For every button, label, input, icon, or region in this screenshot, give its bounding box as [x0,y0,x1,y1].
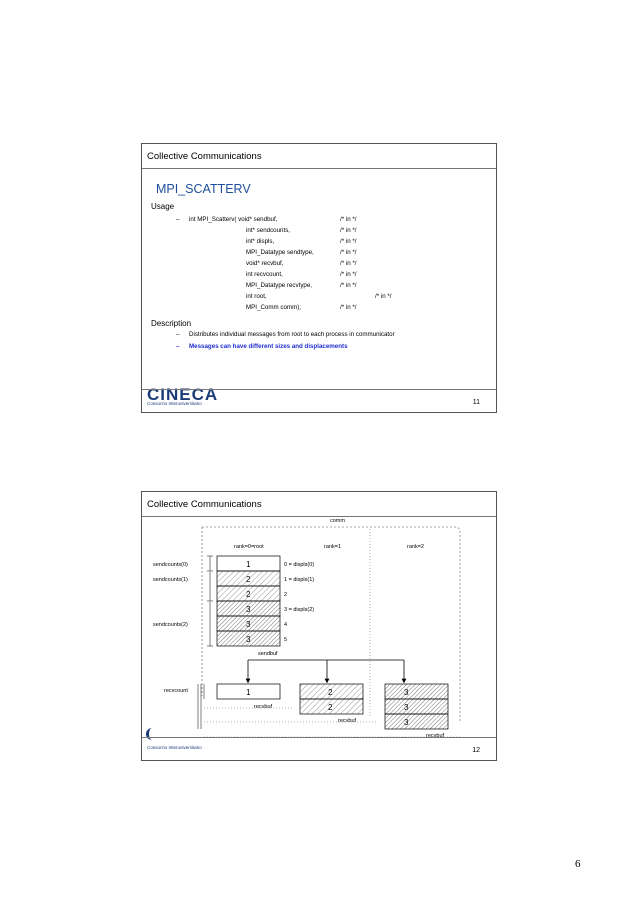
recvbuf-label: recvbuf [426,733,445,739]
slide-header: Collective Communications [142,492,496,517]
code-comment: /* in */ [340,216,357,223]
code-arg: int* displs, [246,238,275,245]
displs-label: 0 = displs(0) [284,562,314,568]
recvbuf-cell-value: 2 [328,688,333,697]
recvbuf-rank2-cell [384,713,449,730]
code-arg: MPI_Datatype recvtype, [246,282,313,289]
recvbuf-cell-value: 3 [404,703,409,712]
code-arg: int MPI_Scatterv( void* sendbuf, [189,216,278,223]
sendbuf-cell-value: 3 [246,620,251,629]
slide-footer: 12 [142,737,496,760]
description-bullet: Distributes individual messages from roo… [189,331,395,338]
code-comment: /* in */ [340,282,357,289]
sendcounts1-label: sendcounts(1) [153,577,188,583]
comm-outline [202,526,461,722]
displs-label: 3 = displs(2) [284,607,314,613]
code-arg: int recvcount, [246,271,283,278]
recvbuf-cell-value: 3 [404,718,409,727]
slide-page-number: 11 [472,399,480,406]
displs-label: 5 [284,637,287,643]
code-comment: /* in */ [340,271,357,278]
sendbuf-cell-value: 3 [246,635,251,644]
recvbuf-cell-value: 1 [246,688,251,697]
slide-12: Collective Communications comm rank=0=ro… [141,491,497,761]
code-arg: void* recvbuf, [246,260,284,267]
slide-header-title: Collective Communications [147,499,262,510]
slide-header: Collective Communications [142,144,496,169]
rank1-label: rank=1 [324,544,341,550]
logo-subtitle: Consorzio Interuniversitario [147,401,202,406]
scatterv-diagram: comm rank=0=root rank=1 rank=2 1 2 2 3 3… [153,518,461,739]
code-comment: /* in */ [340,249,357,256]
slide-header-title: Collective Communications [147,151,262,162]
sendbuf-cell [216,630,281,647]
slide-11: Collective Communications MPI_SCATTERV U… [141,143,497,413]
slide-footer: 11 [142,389,496,412]
code-comment: /* in */ [340,227,357,234]
sendcounts2-label: sendcounts(2) [153,622,188,628]
recvbuf-rank1-cell [299,698,364,715]
sendbuf-cell-value: 2 [246,575,251,584]
description-bullet-highlight: Messages can have different sizes and di… [189,343,348,350]
recvbuf-label: recvbuf [338,718,357,724]
rank0-label: rank=0=root [234,544,264,550]
code-arg: MPI_Datatype sendtype, [246,249,314,256]
cineca-logo-mark [146,728,155,740]
bullet-dash: – [176,331,180,338]
displs-label: 4 [284,622,287,628]
bullet-dash: – [176,343,180,350]
displs-label: 1 = displs(1) [284,577,314,583]
recvbuf-label: recvbuf [254,704,273,710]
recvcount-label: recvcount [164,688,188,694]
logo-subtitle: Consorzio Interuniversitario [147,745,202,750]
comm-label: comm [330,518,345,524]
recvbuf-rank0-cell [216,683,281,700]
recvbuf-cell-value: 2 [328,703,333,712]
code-arg: int root, [246,293,267,300]
recvbuf-cell-value: 3 [404,688,409,697]
code-comment: /* in */ [340,260,357,267]
usage-dash: – [176,216,180,223]
description-heading: Description [151,319,192,328]
sendbuf-cell-value: 1 [246,560,251,569]
code-arg: MPI_Comm comm); [246,304,302,311]
document-page-number: 6 [575,858,581,870]
sendbuf-cell-value: 2 [246,590,251,599]
slide-page-number: 12 [472,747,480,754]
sendbuf-cell-value: 3 [246,605,251,614]
recvbuf-rank2-cell [384,683,449,700]
code-arg: int* sendcounts, [246,227,291,234]
code-comment: /* in */ [340,238,357,245]
recvbuf-rank2-cell [384,698,449,715]
displs-label: 2 [284,592,287,598]
code-comment: /* in */ [340,304,357,311]
sendbuf-label: sendbuf [258,651,278,657]
rank2-label: rank=2 [407,544,424,550]
sendcounts0-label: sendcounts(0) [153,562,188,568]
usage-heading: Usage [151,202,175,211]
slide-title: MPI_SCATTERV [156,182,251,196]
code-comment: /* in */ [375,293,392,300]
